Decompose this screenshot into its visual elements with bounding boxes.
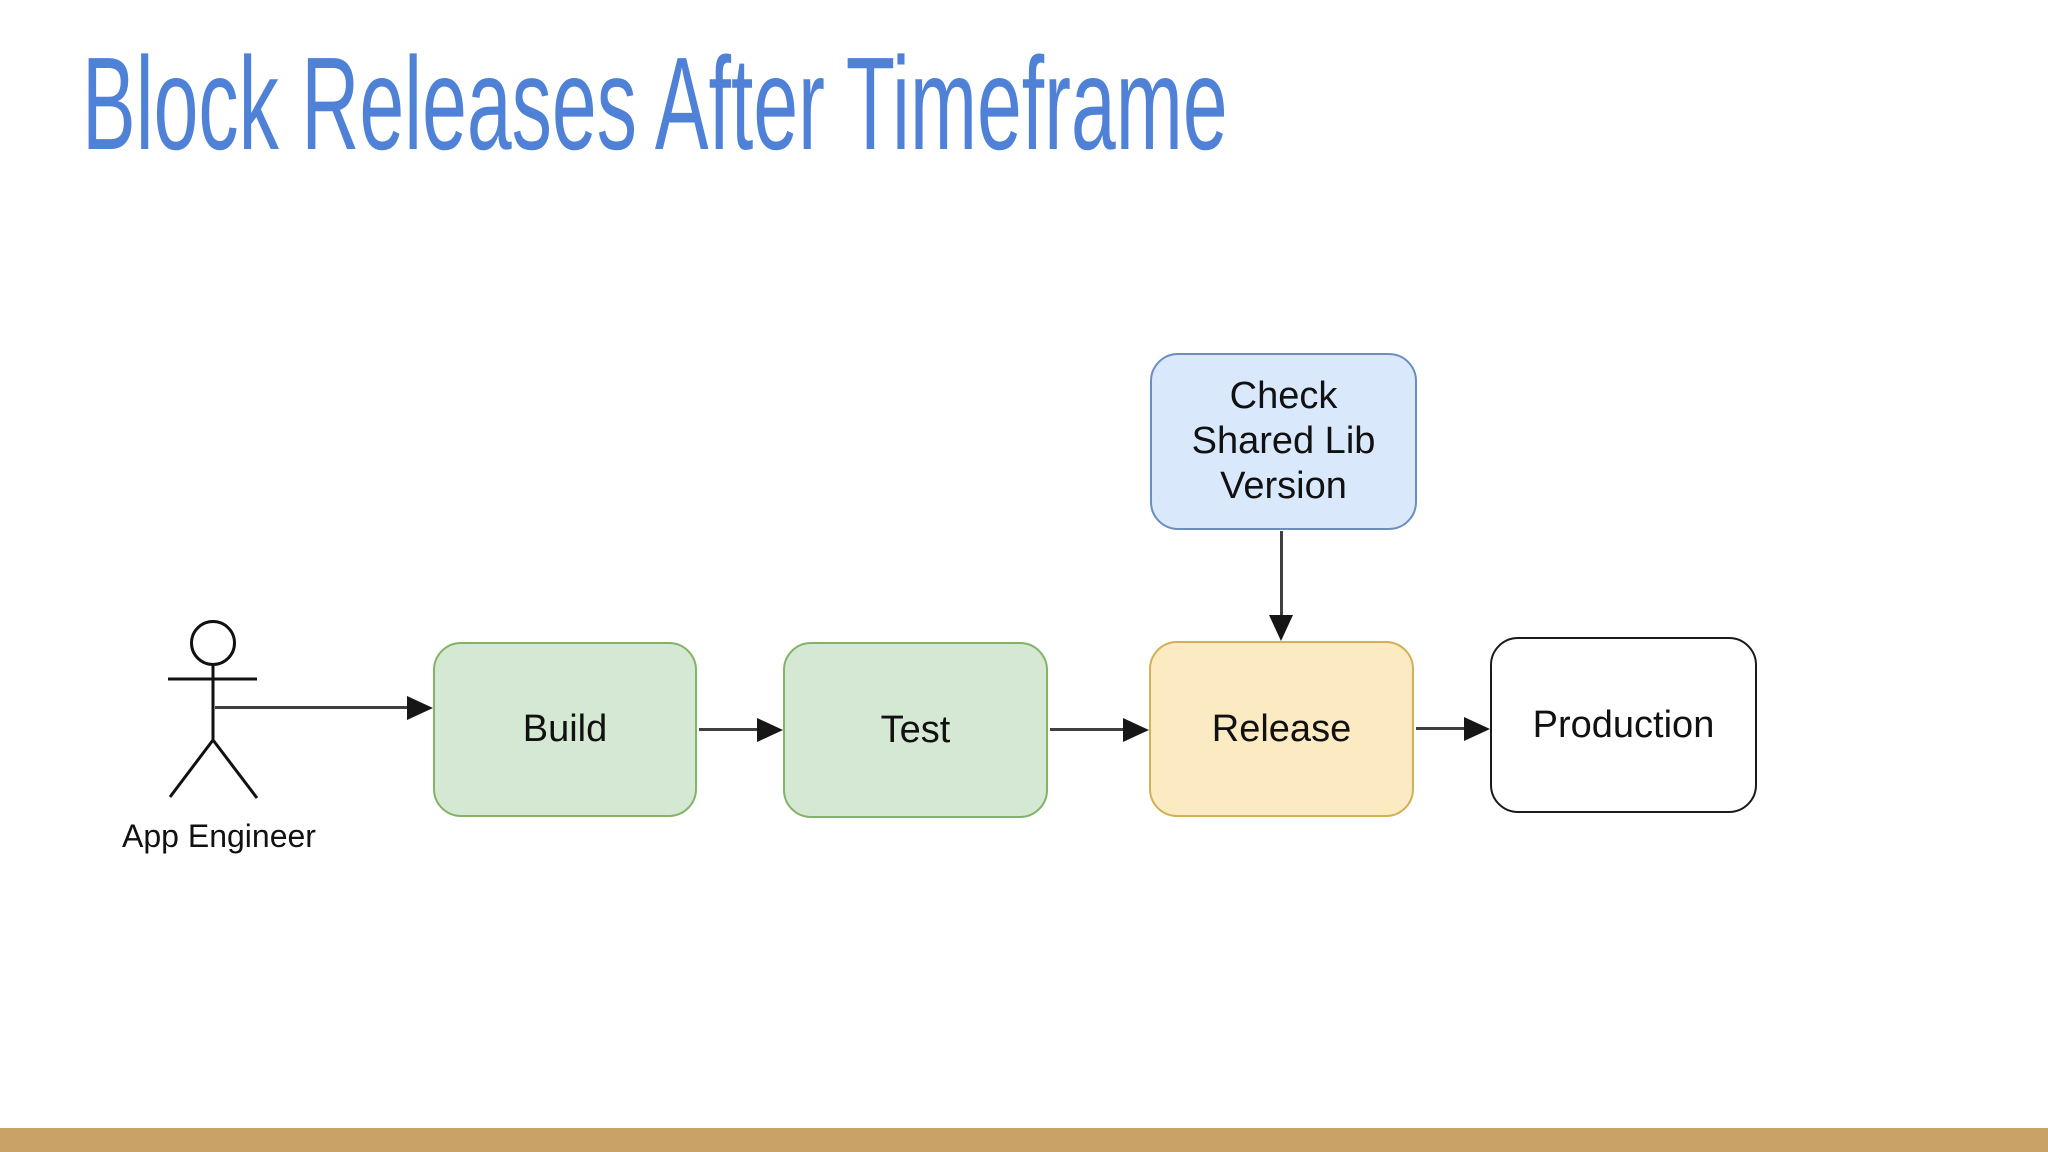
arrowhead-down-icon xyxy=(1269,615,1293,641)
stick-figure-icon xyxy=(168,620,259,799)
footer-accent-bar xyxy=(0,1128,2048,1152)
connector-build-to-test xyxy=(699,728,759,731)
slide-title: Block Releases After Timeframe xyxy=(82,30,1228,177)
flow-node-check-shared-lib-version: Check Shared Lib Version xyxy=(1150,353,1417,530)
flow-node-production: Production xyxy=(1490,637,1757,813)
flow-node-production-label: Production xyxy=(1532,703,1715,746)
arrowhead-right-icon xyxy=(407,696,433,720)
connector-actor-to-build xyxy=(215,706,409,709)
flow-node-release: Release xyxy=(1149,641,1414,817)
actor-label: App Engineer xyxy=(122,818,316,854)
arrowhead-right-icon xyxy=(1123,718,1149,742)
flow-node-test: Test xyxy=(783,642,1048,818)
connector-release-to-production xyxy=(1416,727,1466,730)
flow-node-build-label: Build xyxy=(522,708,608,751)
flow-node-release-label: Release xyxy=(1211,707,1352,750)
flow-node-check-label: Check Shared Lib Version xyxy=(1191,375,1376,507)
flow-node-test-label: Test xyxy=(880,708,951,751)
arrowhead-right-icon xyxy=(1464,717,1490,741)
flow-node-build: Build xyxy=(433,642,697,817)
arrowhead-right-icon xyxy=(757,718,783,742)
connector-check-to-release xyxy=(1280,531,1283,617)
connector-test-to-release xyxy=(1050,728,1125,731)
